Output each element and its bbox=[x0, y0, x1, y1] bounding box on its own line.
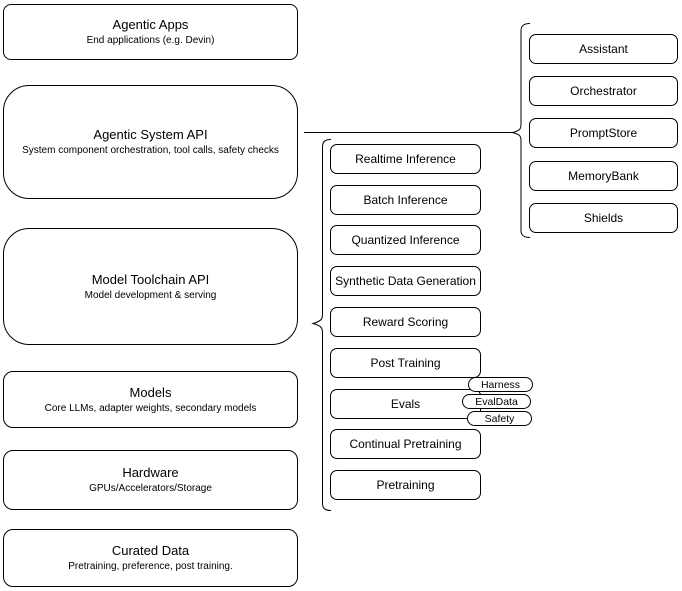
node-quantized-inference: Quantized Inference bbox=[330, 225, 481, 255]
node-curated-data: Curated Data Pretraining, preference, po… bbox=[3, 529, 298, 587]
node-models: Models Core LLMs, adapter weights, secon… bbox=[3, 371, 298, 428]
node-label: Evals bbox=[390, 397, 421, 411]
node-hardware: Hardware GPUs/Accelerators/Storage bbox=[3, 450, 298, 510]
node-label: PromptStore bbox=[569, 126, 638, 140]
tag-label: Safety bbox=[484, 412, 515, 425]
node-subtitle: Model development & serving bbox=[84, 289, 217, 301]
node-subtitle: Core LLMs, adapter weights, secondary mo… bbox=[44, 402, 257, 414]
node-label: Quantized Inference bbox=[351, 233, 460, 247]
tag-harness: Harness bbox=[468, 377, 533, 392]
node-label: Assistant bbox=[579, 42, 628, 56]
node-synthetic-data-generation: Synthetic Data Generation bbox=[330, 266, 481, 296]
node-orchestrator: Orchestrator bbox=[529, 76, 678, 106]
node-title: Agentic Apps bbox=[112, 17, 189, 32]
tag-label: Harness bbox=[480, 378, 521, 391]
node-agentic-apps: Agentic Apps End applications (e.g. Devi… bbox=[3, 4, 298, 60]
node-title: Model Toolchain API bbox=[91, 271, 210, 287]
node-label: Reward Scoring bbox=[362, 315, 449, 329]
node-subtitle: End applications (e.g. Devin) bbox=[86, 35, 215, 46]
node-label: Shields bbox=[583, 211, 624, 225]
node-agentic-system-api: Agentic System API System component orch… bbox=[3, 85, 298, 199]
node-label: Orchestrator bbox=[570, 84, 637, 98]
node-batch-inference: Batch Inference bbox=[330, 185, 481, 215]
node-model-toolchain-api: Model Toolchain API Model development & … bbox=[3, 228, 298, 345]
node-title: Agentic System API bbox=[93, 127, 208, 142]
node-title: Models bbox=[129, 384, 172, 400]
node-label: Post Training bbox=[370, 356, 441, 370]
node-title: Hardware bbox=[122, 465, 179, 480]
node-memorybank: MemoryBank bbox=[529, 161, 678, 191]
node-realtime-inference: Realtime Inference bbox=[330, 144, 481, 174]
node-label: Continual Pretraining bbox=[349, 437, 462, 451]
node-continual-pretraining: Continual Pretraining bbox=[330, 429, 481, 459]
tag-safety: Safety bbox=[467, 411, 532, 426]
tag-evaldata: EvalData bbox=[462, 394, 531, 409]
node-pretraining: Pretraining bbox=[330, 470, 481, 500]
node-subtitle: System component orchestration, tool cal… bbox=[22, 145, 279, 156]
node-title: Curated Data bbox=[111, 543, 190, 558]
node-label: MemoryBank bbox=[568, 169, 639, 183]
tag-label: EvalData bbox=[475, 395, 518, 408]
node-assistant: Assistant bbox=[529, 34, 678, 64]
node-subtitle: GPUs/Accelerators/Storage bbox=[89, 483, 212, 494]
node-evals: Evals bbox=[330, 389, 481, 419]
toolchain-services-brace bbox=[311, 139, 332, 511]
node-promptstore: PromptStore bbox=[529, 118, 678, 148]
system-components-brace bbox=[512, 23, 531, 238]
node-reward-scoring: Reward Scoring bbox=[330, 307, 481, 337]
node-label: Realtime Inference bbox=[355, 152, 456, 166]
node-label: Batch Inference bbox=[363, 193, 448, 207]
node-label: Pretraining bbox=[376, 478, 435, 492]
node-subtitle: Pretraining, preference, post training. bbox=[68, 561, 233, 572]
node-post-training: Post Training bbox=[330, 348, 481, 378]
node-shields: Shields bbox=[529, 203, 678, 233]
node-label: Synthetic Data Generation bbox=[335, 274, 476, 288]
